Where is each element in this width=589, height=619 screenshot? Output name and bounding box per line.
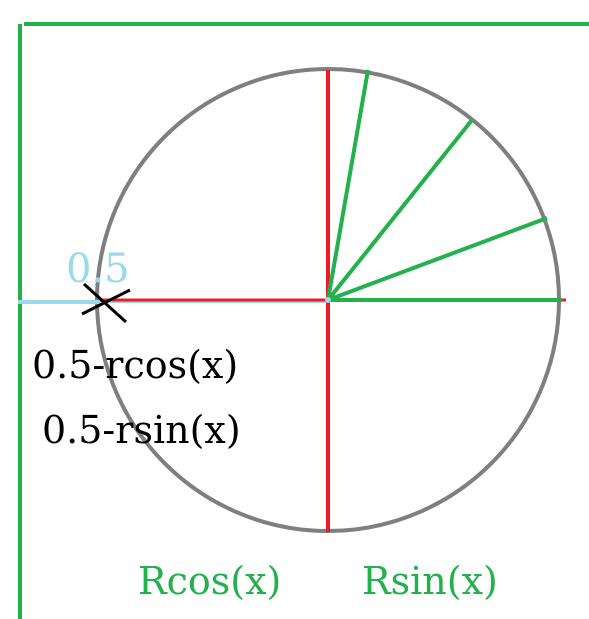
center-point — [325, 297, 331, 303]
radius-line-2 — [326, 118, 474, 302]
expr-cos-label: 0.5-rcos(x) — [32, 343, 238, 387]
expr-sin-label: 0.5-rsin(x) — [42, 408, 241, 452]
radius-line-3 — [327, 216, 548, 302]
cross-mark-stroke-2 — [81, 288, 131, 316]
radius-line-1 — [326, 69, 370, 301]
rcos-label: Rcos(x) — [138, 559, 281, 603]
rsin-label: Rsin(x) — [362, 559, 498, 603]
half-label: 0.5 — [66, 246, 130, 292]
